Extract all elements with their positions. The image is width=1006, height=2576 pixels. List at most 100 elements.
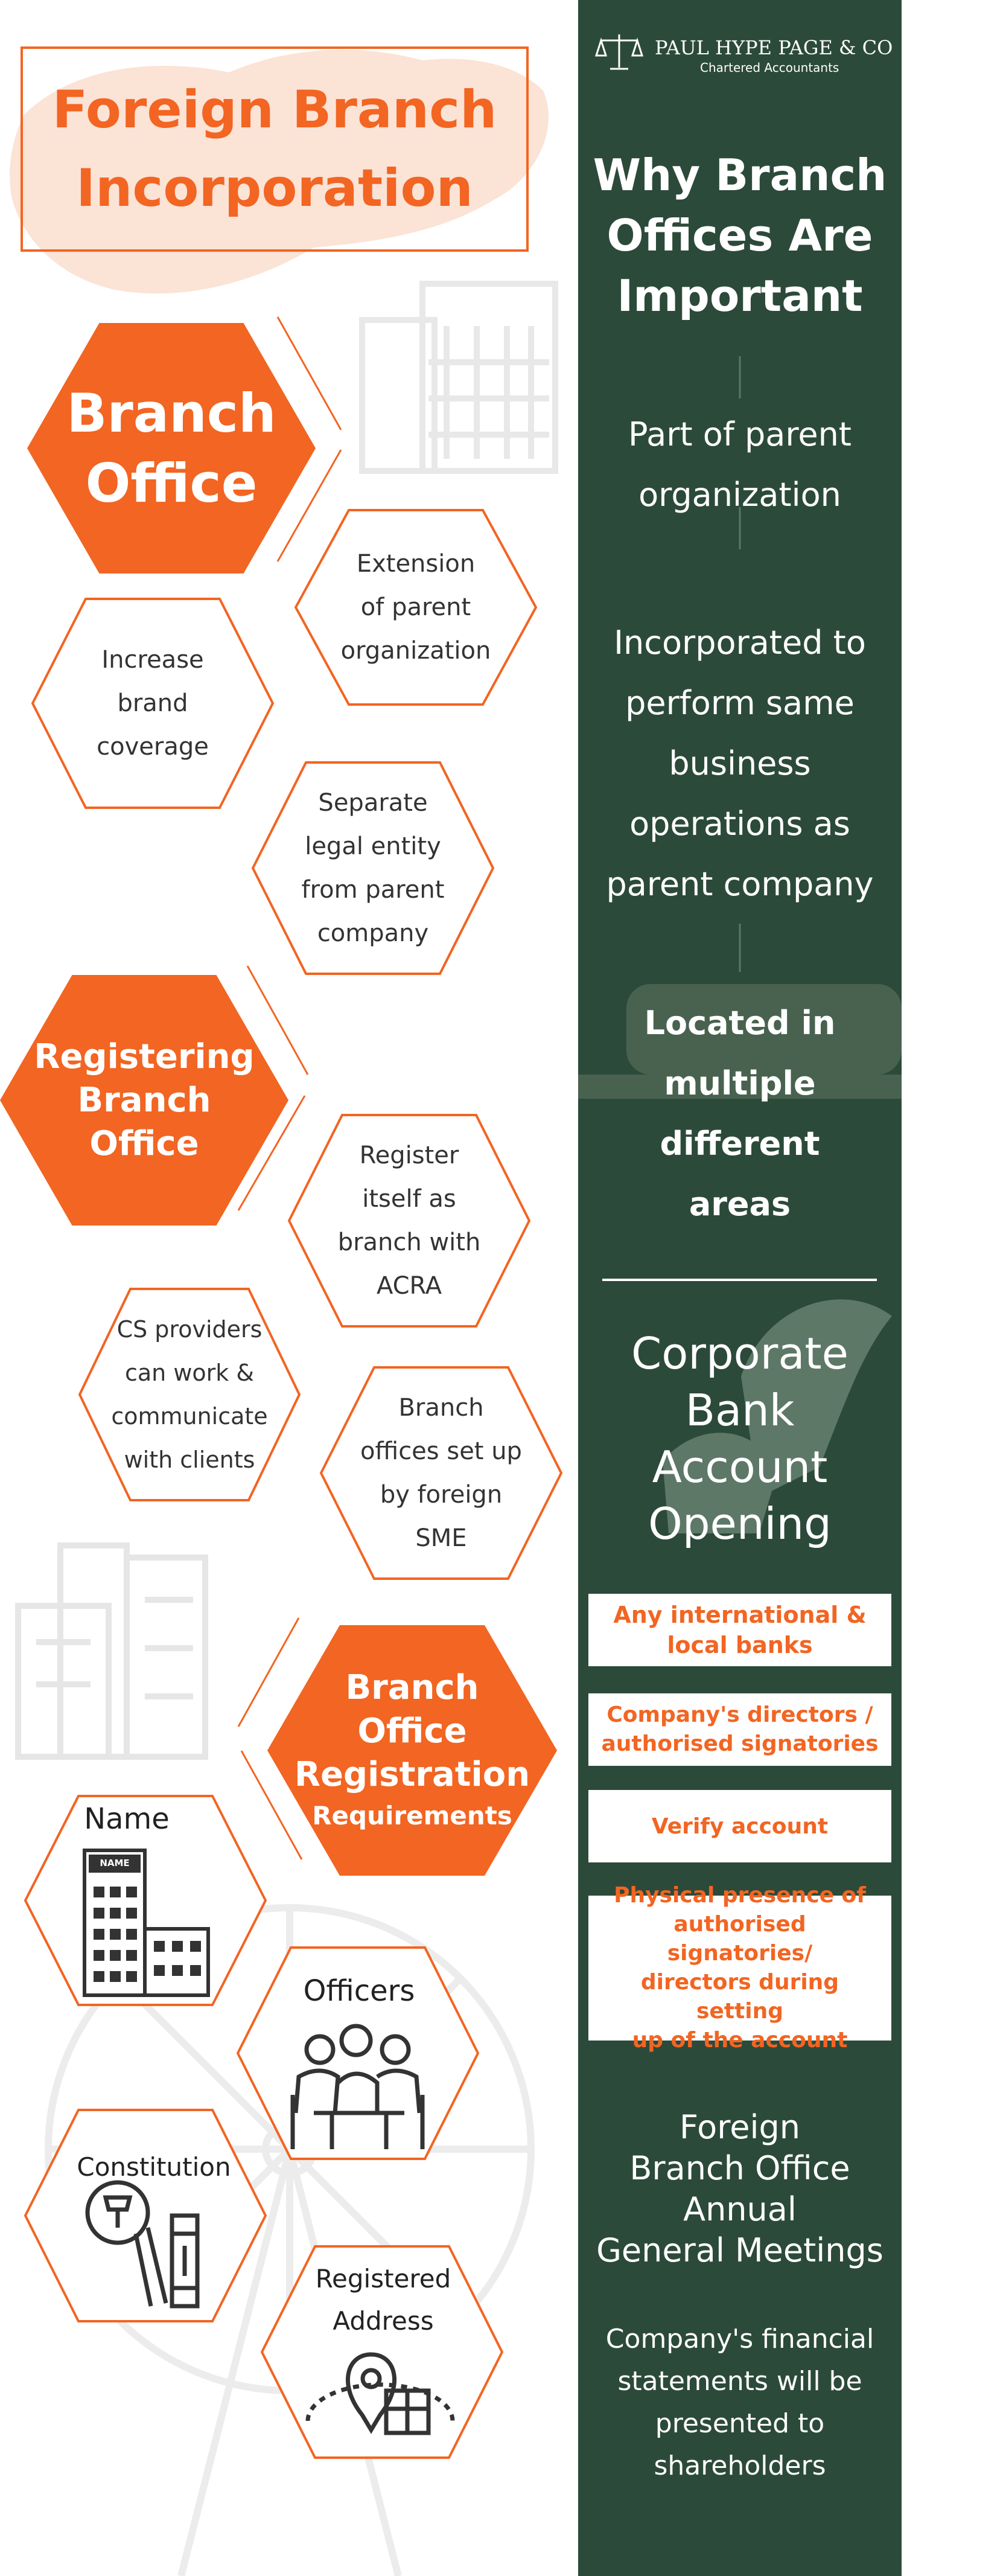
connector-lines	[237, 316, 342, 1860]
item-brand-line2: brand	[117, 689, 188, 717]
why-heading: Why Branch Offices Are Important	[578, 145, 902, 326]
branch-office-hex: Branch Office	[27, 323, 316, 574]
item-cs-line2: can work &	[124, 1360, 254, 1386]
logo-tagline: Chartered Accountants	[700, 60, 839, 75]
bank-box-physical: Physical presence of authorised signator…	[588, 1883, 891, 2053]
req-name-sign: NAME	[100, 1858, 130, 1868]
panel-graphics	[578, 356, 902, 1533]
item-extension: Extension of parent organization	[296, 510, 536, 705]
item-separate-line1: Separate	[318, 789, 428, 817]
item-acra-line3: branch with	[337, 1229, 481, 1256]
agm-desc-line3: presented to	[655, 2408, 825, 2439]
item-register-acra: Register itself as branch with ACRA	[289, 1115, 529, 1326]
item-separate-entity: Separate legal entity from parent compan…	[253, 762, 493, 974]
bank-line3: Account	[652, 1442, 828, 1492]
item-sme-line2: offices set up	[360, 1437, 522, 1465]
bank-box-directors: Company's directors / authorised signato…	[588, 1693, 891, 1766]
box1-line2: local banks	[667, 1632, 813, 1658]
box2-line2: authorised signatories	[601, 1731, 879, 1756]
page-title-line2: Incorporation	[76, 158, 473, 219]
agm-line3: Annual	[683, 2190, 797, 2228]
registering-heading-line3: Office	[89, 1123, 199, 1163]
agm-description: Company's financial statements will be p…	[578, 2318, 902, 2487]
item-sme-line4: SME	[415, 1524, 467, 1552]
point2-line4: operations as	[629, 805, 850, 843]
bank-line4: Opening	[648, 1498, 832, 1549]
item-brand-line1: Increase	[101, 646, 204, 674]
item-acra-line2: itself as	[362, 1185, 456, 1213]
officers-graphic	[290, 2024, 425, 2149]
requirements-hex: Branch Office Registration Requirements	[267, 1625, 557, 1876]
bank-box-verify: Verify account	[588, 1790, 891, 1862]
point1-line2: organization	[638, 476, 841, 514]
item-extension-line2: of parent	[360, 593, 471, 621]
item-extension-line1: Extension	[356, 550, 476, 578]
registering-heading-line2: Branch	[77, 1080, 211, 1120]
agm-line4: General Meetings	[596, 2231, 883, 2269]
point3-line4: areas	[689, 1185, 791, 1223]
point2-line1: Incorporated to	[614, 624, 866, 662]
point3-line1: Located in	[644, 1004, 836, 1042]
point2-line5: parent company	[606, 865, 874, 903]
requirements-heading-line2: Office	[357, 1711, 467, 1751]
item-separate-line4: company	[317, 919, 429, 947]
bank-line1: Corporate	[631, 1328, 848, 1379]
logo-name: PAUL HYPE PAGE & CO	[655, 36, 893, 59]
req-name-label: Name	[84, 1802, 170, 1836]
bank-box-banks: Any international & local banks	[588, 1594, 891, 1666]
item-cs-line4: with clients	[124, 1446, 255, 1473]
requirements-heading-line4: Requirements	[312, 1800, 512, 1830]
why-line2: Offices Are	[606, 210, 873, 261]
why-line3: Important	[617, 270, 863, 321]
point3-line2: multiple	[664, 1064, 816, 1102]
name-building-graphic	[83, 1849, 210, 1997]
agm-heading: Foreign Branch Office Annual General Mee…	[578, 2107, 902, 2271]
map-watermark	[10, 50, 549, 294]
bank-line2: Bank	[685, 1385, 795, 1436]
point3-line3: different	[660, 1125, 820, 1163]
box4-line4: up of the account	[632, 2028, 848, 2053]
item-cs-providers: CS providers can work & communicate with…	[80, 1289, 299, 1500]
point2-line2: perform same	[625, 684, 855, 722]
page-title-line1: Foreign Branch	[52, 80, 497, 140]
title-box: Foreign Branch Incorporation	[21, 46, 529, 252]
constitution-graphic	[85, 2180, 200, 2309]
box3-text: Verify account	[651, 1814, 829, 1839]
req-address-label-line2: Address	[333, 2306, 434, 2336]
item-foreign-sme: Branch offices set up by foreign SME	[321, 1367, 561, 1579]
req-officers-label: Officers	[303, 1974, 415, 2008]
point-located: Located in multiple different areas	[578, 993, 902, 1235]
req-address-label-line1: Registered	[315, 2264, 451, 2293]
requirements-heading-line1: Branch	[345, 1667, 479, 1707]
address-graphic	[305, 2352, 455, 2435]
requirements-heading-line3: Registration	[294, 1754, 530, 1794]
item-brand-coverage: Increase brand coverage	[33, 599, 273, 808]
agm-desc-line4: shareholders	[654, 2450, 826, 2481]
agm-line1: Foreign	[680, 2108, 800, 2146]
item-cs-line3: communicate	[111, 1403, 268, 1430]
outline-hexagons	[24, 509, 563, 2459]
building-watermark-left	[15, 1542, 208, 1760]
right-panel	[578, 0, 902, 2576]
bank-heading: Corporate Bank Account Opening	[578, 1325, 902, 1552]
branch-office-heading-line1: Branch	[66, 382, 276, 444]
point2-line3: business	[669, 744, 811, 782]
item-sme-line3: by foreign	[380, 1481, 503, 1509]
agm-desc-line2: statements will be	[617, 2366, 862, 2397]
item-extension-line3: organization	[340, 637, 491, 665]
point-part-of-parent: Part of parent organization	[578, 404, 902, 525]
why-line1: Why Branch	[593, 150, 887, 200]
req-constitution-label: Constitution	[77, 2152, 231, 2182]
box4-line3: directors during setting	[640, 1970, 839, 2024]
box4-line2: authorised signatories/	[667, 1912, 813, 1966]
item-cs-line1: CS providers	[116, 1316, 263, 1343]
branch-office-heading-line2: Office	[85, 452, 258, 514]
box1-line1: Any international &	[613, 1602, 867, 1628]
registering-heading-line1: Registering	[34, 1037, 255, 1076]
item-acra-line4: ACRA	[376, 1272, 442, 1300]
agm-desc-line1: Company's financial	[605, 2324, 874, 2354]
box2-line1: Company's directors /	[606, 1702, 873, 1727]
agm-line2: Branch Office	[629, 2149, 850, 2187]
scales-logo-icon	[595, 34, 643, 70]
